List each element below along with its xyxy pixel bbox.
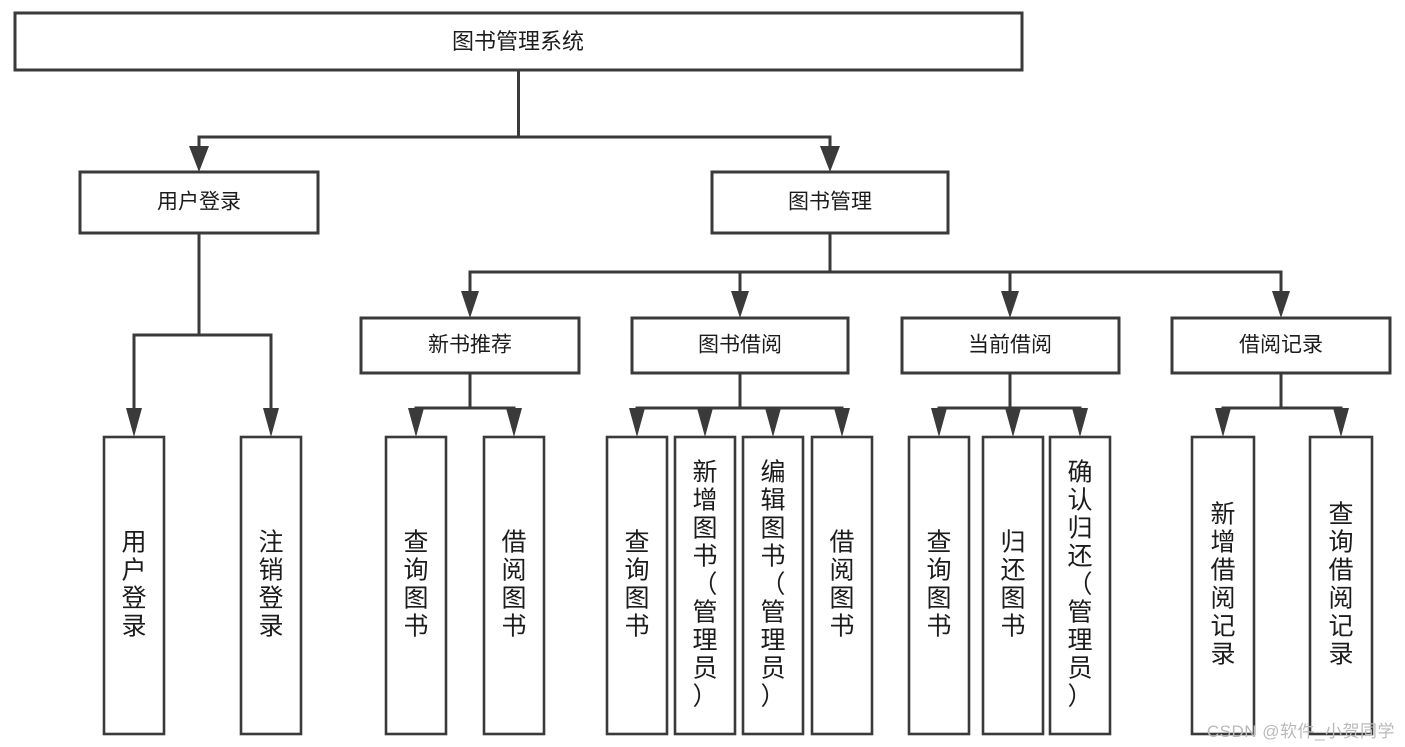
leaf-confirm-return[interactable]: 确认归还（管理员） — [1048, 435, 1112, 736]
leaf-edit-book-label: 编辑图书（管理员） — [760, 458, 785, 710]
arrow-head-leaf-query-record — [1333, 408, 1349, 437]
arrow-head-leaf-query-book-3 — [931, 408, 947, 437]
leaf-add-book[interactable]: 新增图书（管理员） — [673, 435, 737, 736]
watermark: CSDN @软件_小贺同学 — [1206, 722, 1395, 741]
leaf-add-book-box[interactable] — [673, 435, 737, 736]
leaf-edit-book[interactable]: 编辑图书（管理员） — [741, 435, 805, 736]
arrow-head-leaf-borrow-book-2 — [834, 408, 850, 437]
leaf-query-book-3[interactable]: 查询图书 — [907, 435, 971, 736]
leaf-add-record[interactable]: 新增借阅记录 — [1190, 435, 1256, 736]
leaf-user-login-label: 用户登录 — [121, 528, 146, 640]
leaf-query-record-label: 查询借阅记录 — [1328, 500, 1353, 668]
leaf-confirm-return-label: 确认归还（管理员） — [1067, 458, 1092, 710]
leaf-return-book[interactable]: 归还图书 — [981, 435, 1045, 736]
arrow-head-current-borrow — [1001, 291, 1019, 318]
arrow-head-leaf-confirm-return — [1072, 408, 1088, 437]
leaf-query-record[interactable]: 查询借阅记录 — [1308, 435, 1374, 736]
node-new-book-rec-box[interactable] — [359, 316, 581, 375]
leaf-query-book-2-box[interactable] — [605, 435, 669, 736]
arrow-head-leaf-user-login — [126, 408, 142, 437]
leaf-logout-login-box[interactable] — [239, 435, 303, 736]
node-borrow-record[interactable]: 借阅记录 — [1170, 316, 1392, 375]
node-root-label: 图书管理系统 — [452, 29, 584, 54]
leaf-edit-book-box[interactable] — [741, 435, 805, 736]
leaf-add-record-box[interactable] — [1190, 435, 1256, 736]
leaf-node-layer: 用户登录 注销登录 查询图书 借阅图书 查询图书 新增图书（管理员） 编辑图书（管理员） 借阅… — [102, 435, 1374, 736]
leaf-borrow-book-1[interactable]: 借阅图书 — [482, 435, 546, 736]
leaf-return-book-box[interactable] — [981, 435, 1045, 736]
node-book-borrow-label: 图书借阅 — [698, 334, 782, 357]
node-borrow-record-label: 借阅记录 — [1239, 334, 1323, 357]
arrow-head-borrow-record — [1272, 291, 1290, 318]
arrow-head-book-mgmt — [820, 146, 840, 172]
connector-layer — [126, 68, 1349, 437]
leaf-return-book-label: 归还图书 — [1000, 528, 1025, 640]
node-layer: 图书管理系统 用户登录 图书管理 新书推荐 图书借阅 当前 — [13, 11, 1392, 375]
node-book-mgmt-label: 图书管理 — [788, 191, 872, 214]
node-root-box[interactable] — [13, 11, 1024, 72]
leaf-borrow-book-1-box[interactable] — [482, 435, 546, 736]
node-new-book-rec-label: 新书推荐 — [428, 334, 512, 357]
leaf-logout-login[interactable]: 注销登录 — [239, 435, 303, 736]
leaf-user-login[interactable]: 用户登录 — [102, 435, 166, 736]
node-user-login-box[interactable] — [78, 170, 320, 235]
arrow-head-leaf-logout-login — [263, 408, 279, 437]
node-borrow-record-box[interactable] — [1170, 316, 1392, 375]
arrow-head-leaf-borrow-book-1 — [506, 408, 522, 437]
leaf-confirm-return-box[interactable] — [1048, 435, 1112, 736]
arrow-head-new-book-rec — [461, 291, 479, 318]
arrow-head-user-login — [189, 146, 209, 172]
leaf-query-book-3-box[interactable] — [907, 435, 971, 736]
node-user-login[interactable]: 用户登录 — [78, 170, 320, 235]
arrow-head-leaf-add-record — [1215, 408, 1231, 437]
node-book-borrow[interactable]: 图书借阅 — [630, 316, 850, 375]
node-current-borrow-box[interactable] — [900, 316, 1121, 375]
node-current-borrow[interactable]: 当前借阅 — [900, 316, 1121, 375]
leaf-borrow-book-2-label: 借阅图书 — [829, 528, 854, 640]
leaf-borrow-book-2[interactable]: 借阅图书 — [810, 435, 874, 736]
leaf-query-record-box[interactable] — [1308, 435, 1374, 736]
node-current-borrow-label: 当前借阅 — [968, 334, 1052, 357]
arrow-head-leaf-query-book-1 — [408, 408, 424, 437]
leaf-add-record-label: 新增借阅记录 — [1210, 500, 1235, 668]
leaf-borrow-book-1-label: 借阅图书 — [501, 528, 526, 640]
arrow-head-leaf-add-book — [697, 408, 713, 437]
leaf-query-book-1-box[interactable] — [384, 435, 448, 736]
arrow-head-leaf-query-book-2 — [629, 408, 645, 437]
leaf-query-book-1-label: 查询图书 — [403, 528, 428, 640]
node-new-book-rec[interactable]: 新书推荐 — [359, 316, 581, 375]
node-book-borrow-box[interactable] — [630, 316, 850, 375]
leaf-query-book-3-label: 查询图书 — [926, 528, 951, 640]
leaf-query-book-2[interactable]: 查询图书 — [605, 435, 669, 736]
leaf-borrow-book-2-box[interactable] — [810, 435, 874, 736]
leaf-add-book-label: 新增图书（管理员） — [692, 458, 717, 710]
node-root[interactable]: 图书管理系统 — [13, 11, 1024, 72]
leaf-user-login-box[interactable] — [102, 435, 166, 736]
node-book-mgmt[interactable]: 图书管理 — [710, 170, 950, 235]
node-user-login-label: 用户登录 — [157, 191, 241, 214]
arrow-head-book-borrow — [731, 291, 749, 318]
arrow-head-leaf-edit-book — [765, 408, 781, 437]
node-book-mgmt-box[interactable] — [710, 170, 950, 235]
leaf-query-book-1[interactable]: 查询图书 — [384, 435, 448, 736]
arrow-head-leaf-return-book — [1005, 408, 1021, 437]
leaf-query-book-2-label: 查询图书 — [624, 528, 649, 640]
leaf-logout-login-label: 注销登录 — [258, 528, 283, 640]
